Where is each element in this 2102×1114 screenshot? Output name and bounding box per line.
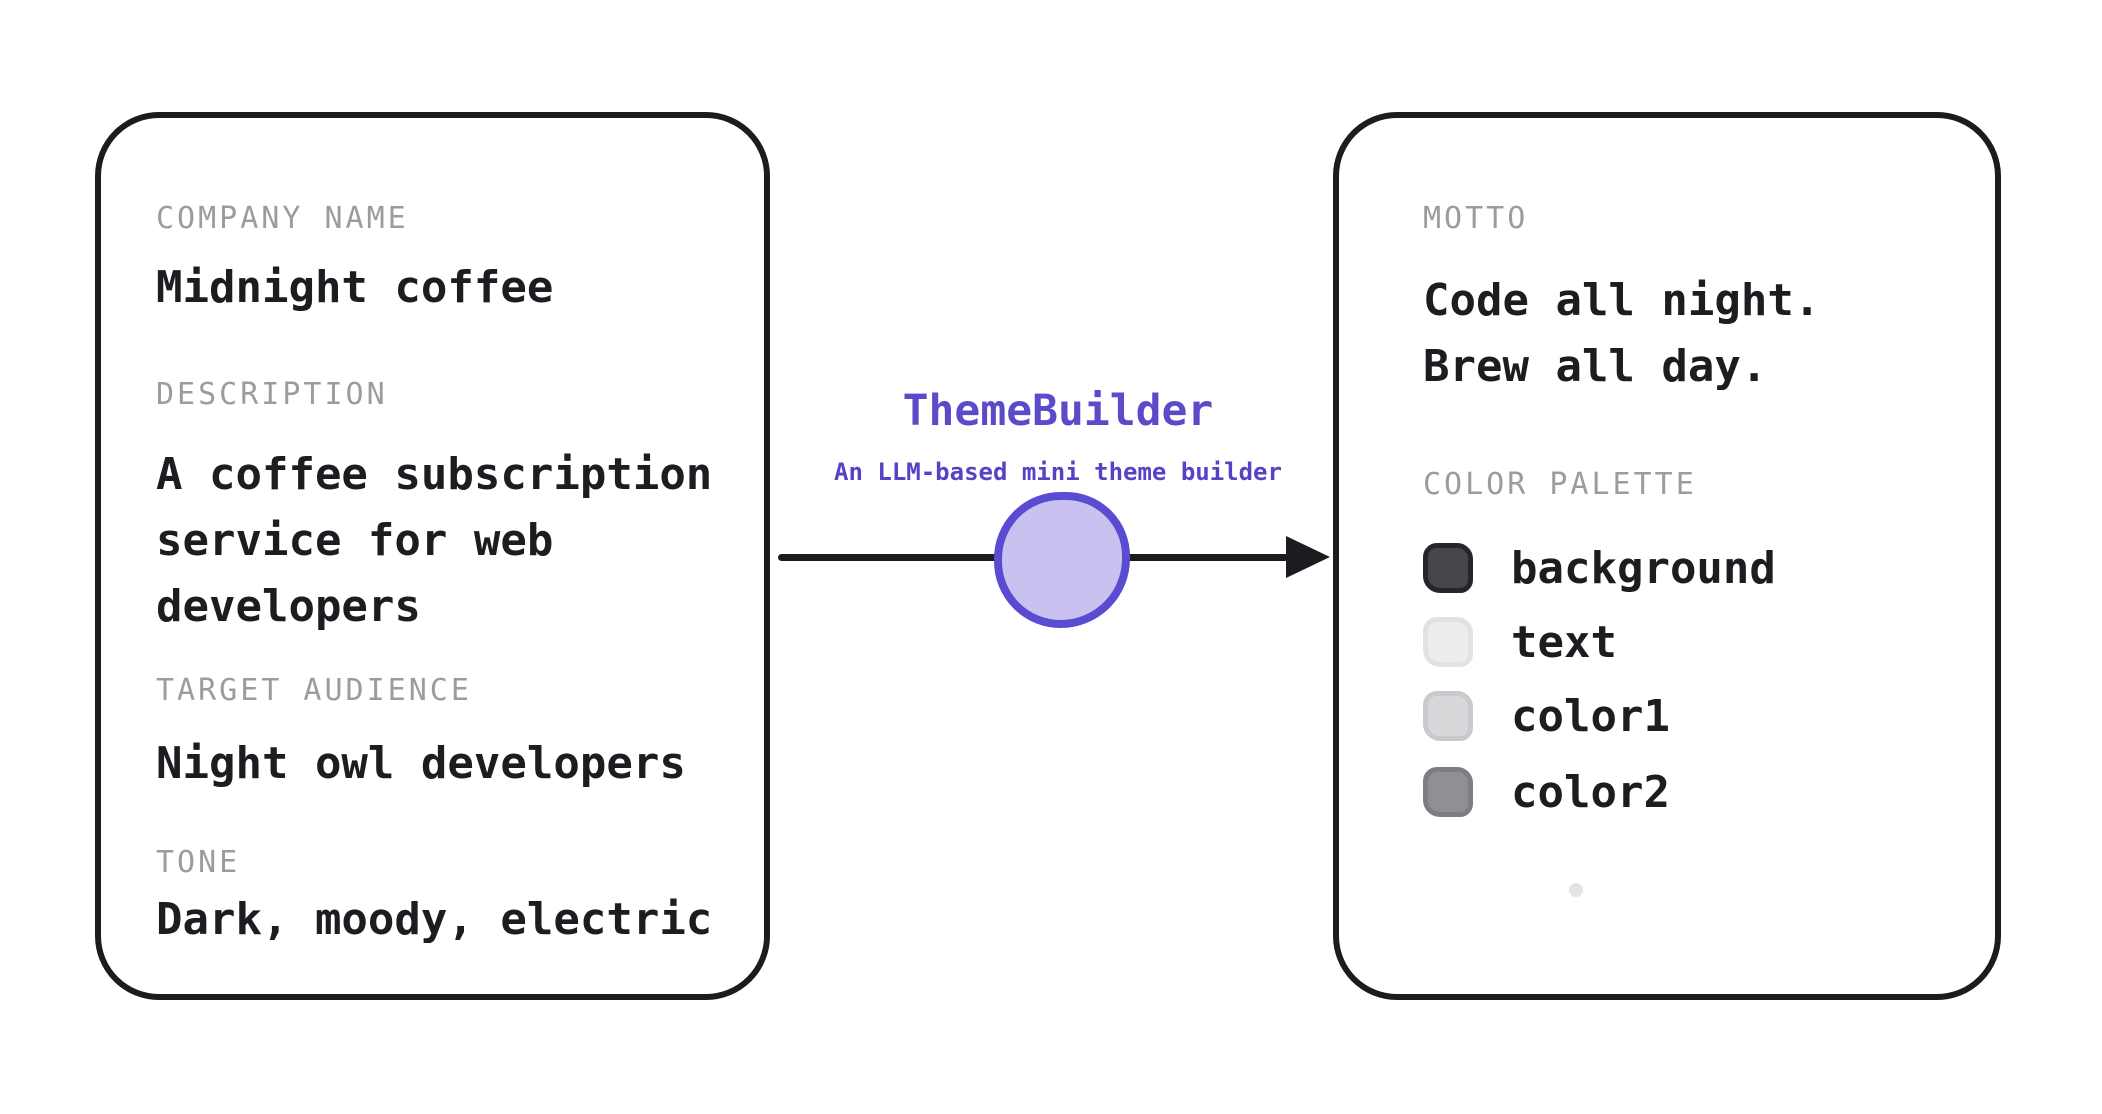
swatch-label-text: text — [1511, 616, 1617, 668]
swatch-label-color2: color2 — [1511, 766, 1670, 818]
output-card: MOTTO Code all night. Brew all day. COLO… — [1333, 112, 2001, 1000]
palette-row-background: background — [1423, 542, 1776, 594]
background-color-swatch-icon — [1423, 543, 1473, 593]
palette-row-color2: color2 — [1423, 766, 1670, 818]
tone-label: TONE — [156, 845, 241, 880]
description-value: A coffee subscription service for web de… — [156, 449, 713, 632]
builder-title: ThemeBuilder — [902, 386, 1214, 436]
input-card: COMPANY NAME Midnight coffee DESCRIPTION… — [95, 112, 770, 1000]
company-name-label: COMPANY NAME — [156, 201, 409, 236]
target-audience-label: TARGET AUDIENCE — [156, 673, 472, 708]
text-color-swatch-icon — [1423, 617, 1473, 667]
color-palette-label: COLOR PALETTE — [1423, 467, 1697, 502]
motto-label: MOTTO — [1423, 201, 1529, 236]
target-audience-value: Night owl developers — [156, 738, 686, 789]
tone-value: Dark, moody, electric — [156, 894, 713, 945]
motto-line-2: Brew all day. — [1423, 341, 1768, 392]
color1-swatch-icon — [1423, 691, 1473, 741]
motto-value: Code all night. Brew all day. — [1423, 268, 1820, 400]
palette-row-text: text — [1423, 616, 1617, 668]
swatch-label-color1: color1 — [1511, 690, 1670, 742]
palette-row-color1: color1 — [1423, 690, 1670, 742]
company-name-value: Midnight coffee — [156, 262, 554, 313]
color2-swatch-icon — [1423, 767, 1473, 817]
builder-subtitle: An LLM-based mini theme builder — [834, 458, 1282, 486]
stray-dot — [1569, 883, 1583, 897]
builder-node-circle-icon — [994, 492, 1130, 628]
description-label: DESCRIPTION — [156, 377, 388, 412]
swatch-label-background: background — [1511, 542, 1776, 594]
motto-line-1: Code all night. — [1423, 275, 1821, 326]
arrow-head-icon — [1286, 536, 1330, 578]
